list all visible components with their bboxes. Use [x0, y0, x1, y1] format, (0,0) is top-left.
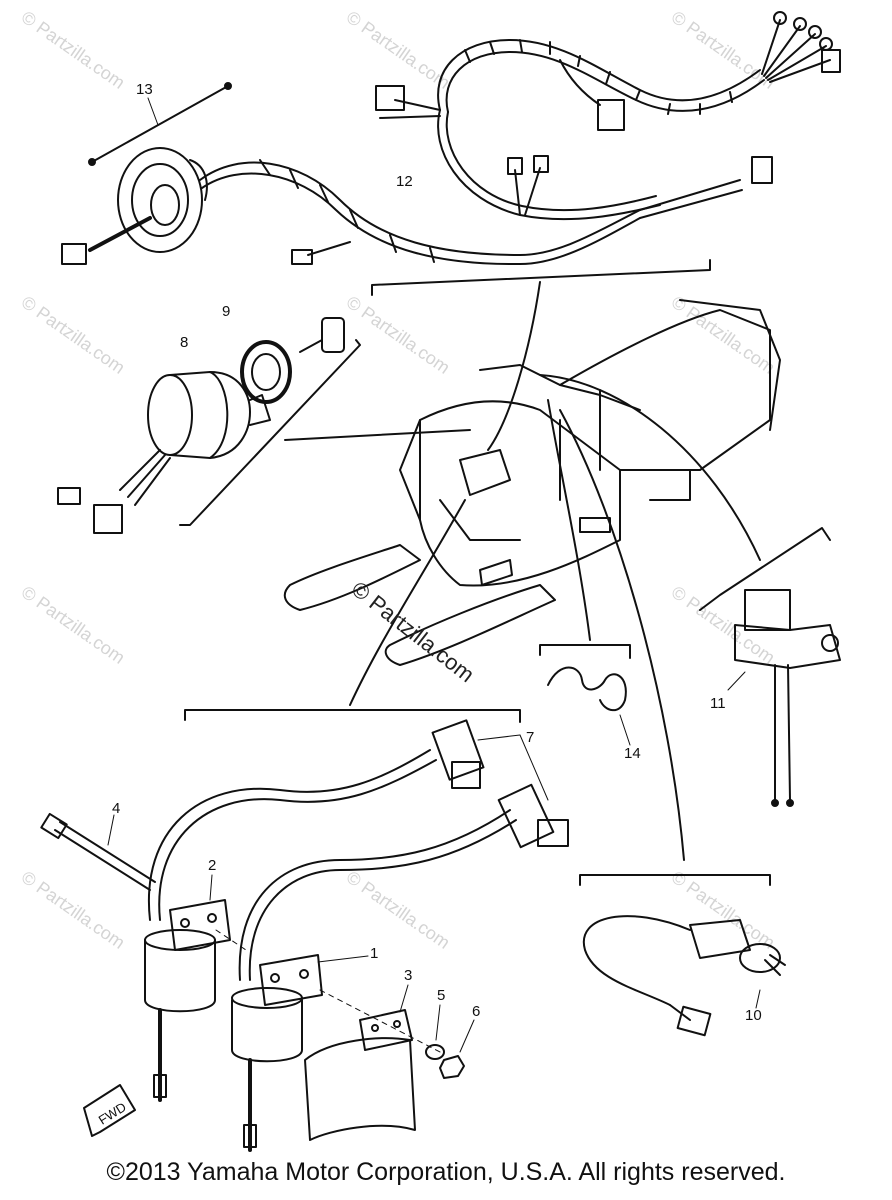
leader-dashed	[215, 929, 441, 1053]
watermark: © Partzilla.com	[18, 867, 129, 953]
callout-10: 10	[745, 1007, 762, 1024]
part-13-wire	[88, 82, 232, 166]
leader-switch	[284, 429, 471, 441]
leader-part-14	[547, 399, 591, 641]
part-11-relay	[699, 527, 841, 807]
callout-14: 14	[624, 745, 641, 762]
callout-11: 11	[710, 695, 726, 712]
part-3-bracket	[304, 984, 416, 1141]
callout-8: 8	[180, 334, 188, 351]
part-7-plug-caps	[147, 719, 569, 981]
watermark: © Partzilla.com	[18, 292, 129, 378]
part-6-nut	[439, 1019, 475, 1079]
callout-9: 9	[222, 303, 230, 320]
watermark: © Partzilla.com	[18, 582, 129, 668]
bracket-coils	[184, 709, 521, 723]
callout-2: 2	[208, 857, 216, 874]
leader-part-10	[559, 409, 685, 861]
callout-6: 6	[472, 1003, 480, 1020]
callout-7: 7	[526, 729, 534, 746]
part-1-ignition-coil	[231, 954, 369, 1152]
leader-part-11	[539, 374, 761, 561]
part-2-ignition-coil	[144, 874, 231, 1102]
watermark: © Partzilla.com	[343, 292, 454, 378]
snowmobile	[283, 299, 781, 666]
leader-coil-group	[349, 499, 466, 706]
callout-3: 3	[404, 967, 412, 984]
watermark: © Partzilla.com	[668, 7, 779, 93]
part-8-main-switch	[57, 371, 271, 534]
watermark: © Partzilla.com	[343, 867, 454, 953]
bracket-harness	[371, 259, 711, 296]
fwd-direction-arrow	[83, 1084, 136, 1137]
part-5-washer	[425, 1004, 445, 1060]
callout-13: 13	[136, 81, 153, 98]
part-10-switch	[579, 874, 786, 1037]
callout-5: 5	[437, 987, 445, 1004]
part-14-clip	[539, 644, 631, 746]
callout-12: 12	[396, 173, 413, 190]
bracket-switch	[179, 339, 361, 526]
headlight-harness	[61, 147, 773, 266]
callout-4: 4	[112, 800, 120, 817]
watermark-layer: © Partzilla.com © Partzilla.com © Partzi…	[18, 7, 779, 953]
callout-layer: 1 2 3 4 5 6 7 8 9 10 11 12 13 14	[112, 81, 762, 1024]
watermark: © Partzilla.com	[668, 582, 779, 668]
part-4-bolt	[40, 812, 156, 891]
watermark: © Partzilla.com	[18, 7, 129, 93]
watermark: © Partzilla.com	[343, 7, 454, 93]
part-12-wire-harness	[375, 11, 841, 221]
copyright-notice: ©2013 Yamaha Motor Corporation, U.S.A. A…	[106, 1158, 786, 1186]
part-9-ignition-key	[240, 317, 345, 404]
callout-1: 1	[370, 945, 378, 962]
watermark: © Partzilla.com	[668, 867, 779, 953]
leader-harness	[487, 281, 541, 451]
